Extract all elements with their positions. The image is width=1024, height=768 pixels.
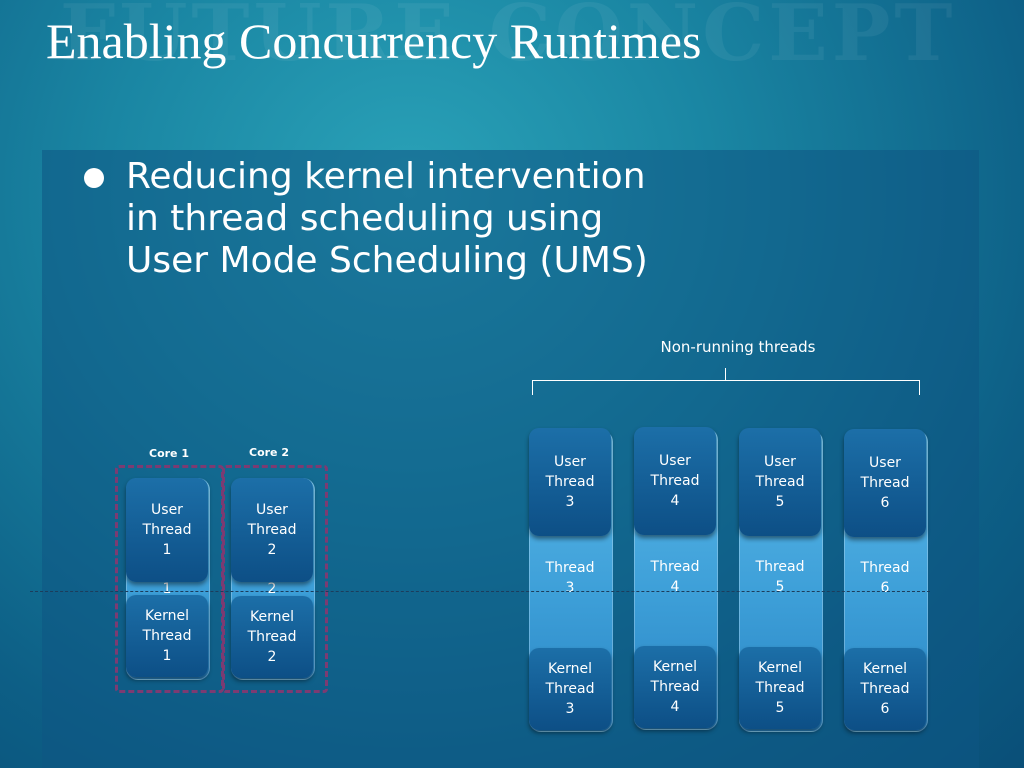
bullet-text: Reducing kernel intervention in thread s…	[126, 156, 648, 281]
kernel-thread-5-box: Kernel Thread 5	[739, 647, 821, 729]
core-2-label: Core 2	[249, 446, 289, 459]
non-running-threads-label: Non-running threads	[660, 338, 816, 356]
slide-title: Enabling Concurrency Runtimes	[46, 13, 702, 69]
non-running-bracket	[532, 380, 920, 395]
mode-boundary-line	[30, 591, 930, 592]
thread-5-mid-label: Thread 5	[755, 559, 805, 595]
core-1-label: Core 1	[149, 447, 189, 460]
bullet-dot-icon	[84, 168, 104, 188]
user-thread-4-box: User Thread 4	[634, 427, 716, 535]
user-thread-6-box: User Thread 6	[844, 429, 926, 537]
user-thread-3-box: User Thread 3	[529, 428, 611, 536]
user-thread-2-box: User Thread 2	[231, 478, 313, 582]
thread-4-mid-label: Thread 4	[650, 559, 700, 595]
core-2-mid-label: 2	[267, 581, 277, 597]
kernel-thread-6-box: Kernel Thread 6	[844, 648, 926, 730]
thread-6-mid-label: Thread 6	[860, 560, 910, 596]
core-2-frame	[222, 465, 328, 693]
bracket-tick	[725, 368, 726, 380]
thread-3-mid-label: Thread 3	[545, 560, 595, 596]
kernel-thread-2-box: Kernel Thread 2	[231, 596, 313, 678]
user-thread-1-box: User Thread 1	[126, 478, 208, 582]
core-1-mid-label: 1	[162, 581, 172, 597]
kernel-thread-4-box: Kernel Thread 4	[634, 646, 716, 728]
watermark-text: FUTURE CONCEPT	[60, 0, 957, 79]
kernel-thread-3-box: Kernel Thread 3	[529, 648, 611, 730]
kernel-thread-1-box: Kernel Thread 1	[126, 595, 208, 677]
user-thread-5-box: User Thread 5	[739, 428, 821, 536]
